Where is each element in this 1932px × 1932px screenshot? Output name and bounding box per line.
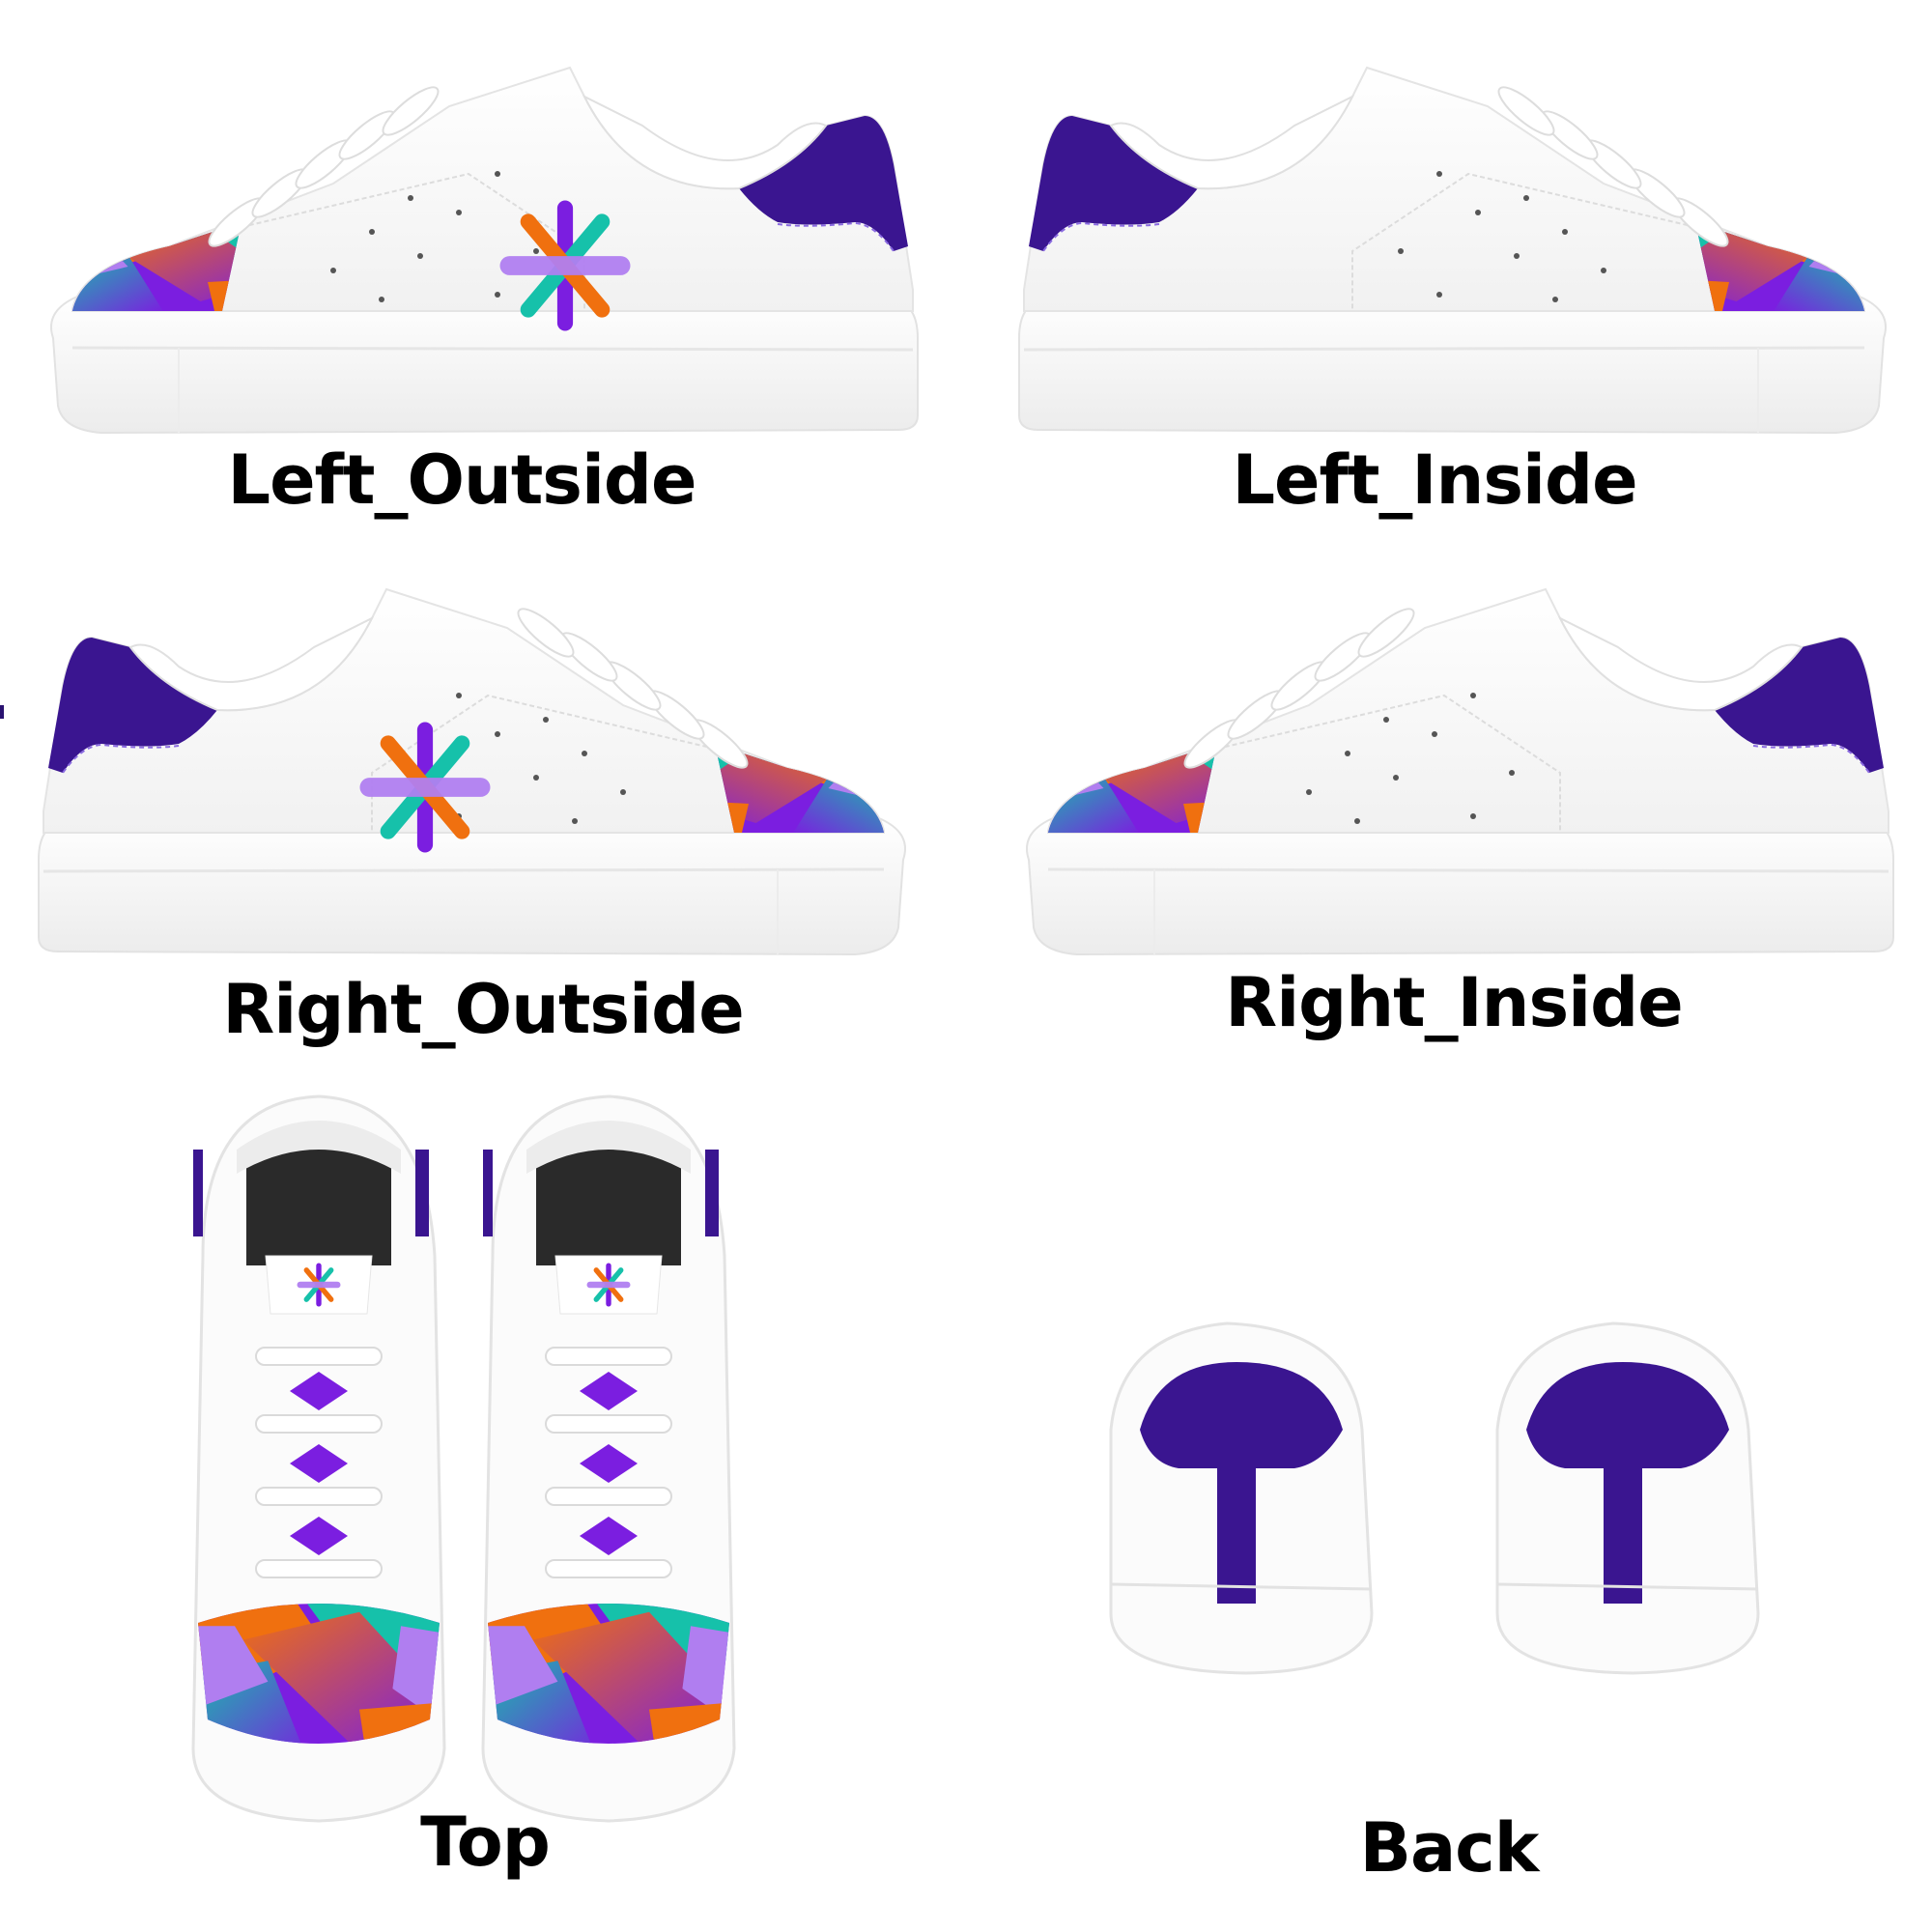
shoe-right-outside [39, 580, 913, 956]
shoes-back [1109, 1321, 1760, 1675]
view-left-inside [1019, 58, 1893, 435]
view-right-inside [1019, 580, 1893, 956]
view-top [184, 1082, 744, 1826]
label-right-inside: Right_Inside [1225, 963, 1683, 1042]
label-left-inside: Left_Inside [1232, 440, 1637, 520]
view-right-outside [39, 580, 913, 956]
edge-artifact [0, 705, 4, 719]
shoe-right-inside [1019, 580, 1893, 956]
view-left-outside [43, 58, 918, 435]
view-back [1101, 1294, 1797, 1681]
label-left-outside: Left_Outside [227, 440, 696, 520]
shoe-left-inside [1019, 58, 1893, 435]
shoes-top [191, 1094, 744, 1823]
shoe-left-outside [43, 58, 918, 435]
label-right-outside: Right_Outside [222, 970, 744, 1049]
label-top: Top [420, 1803, 551, 1882]
label-back: Back [1359, 1808, 1540, 1888]
